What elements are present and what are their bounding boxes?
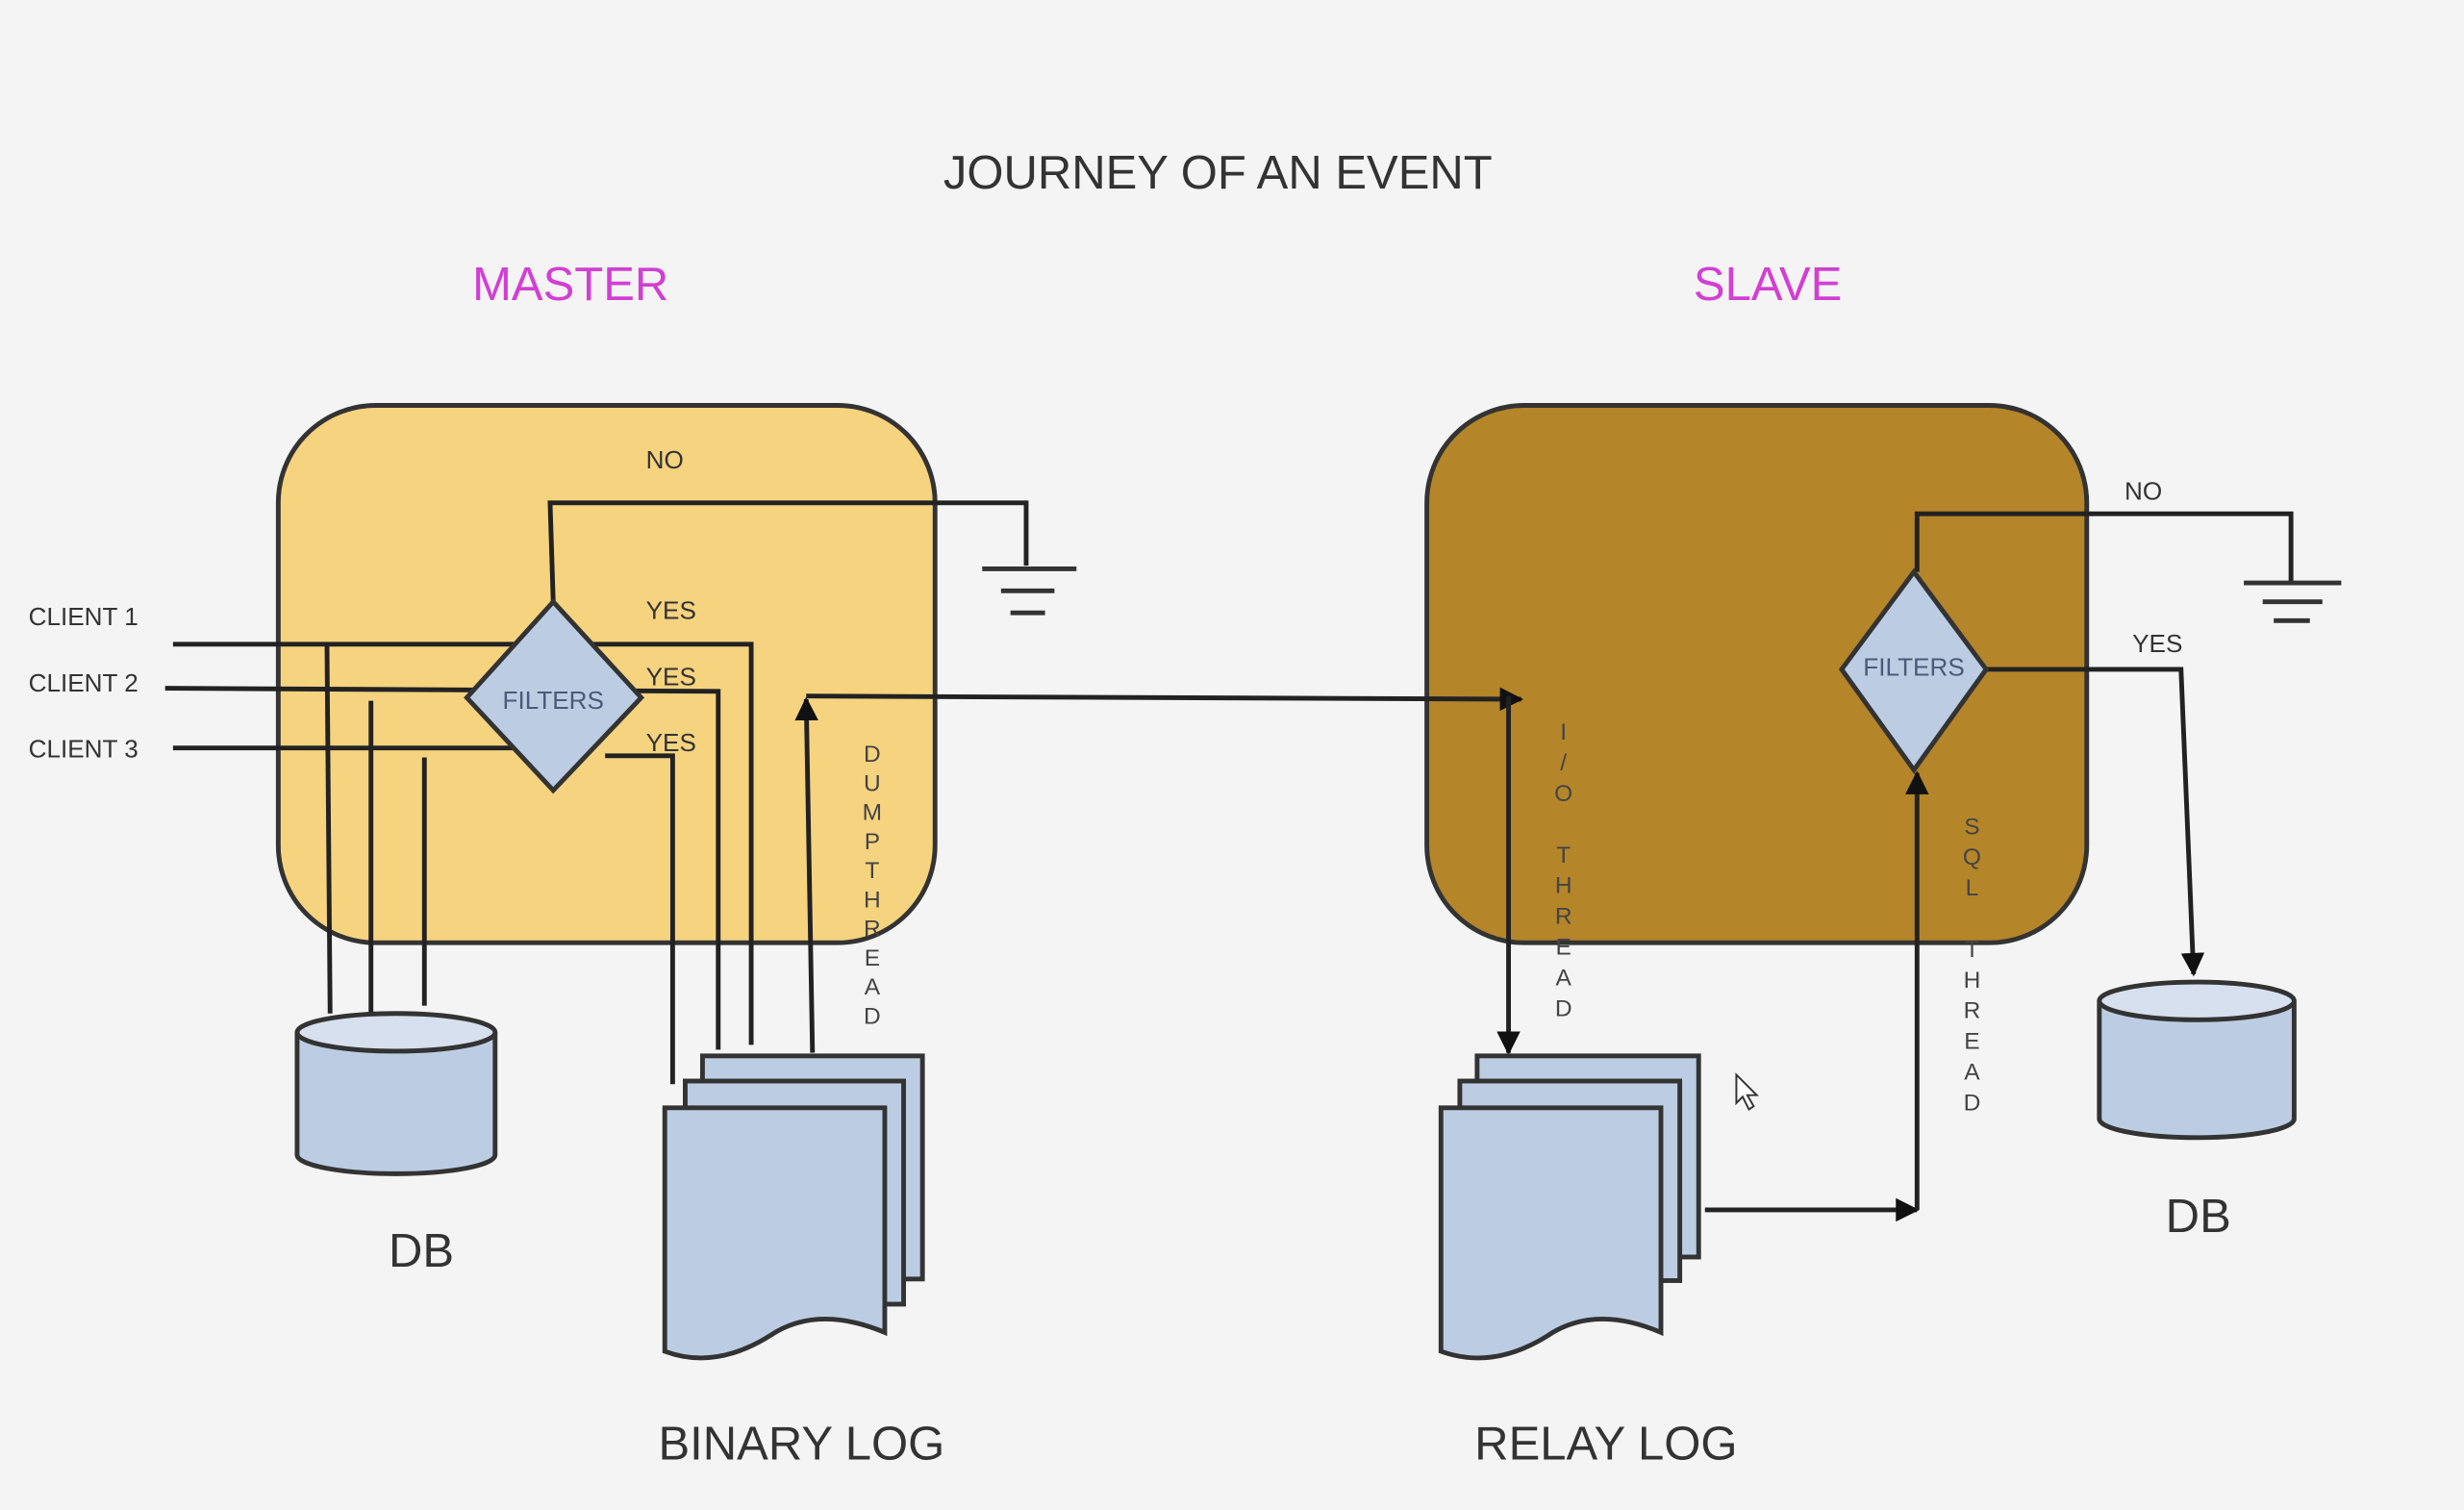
slave-yes-label: YES (2132, 629, 2182, 658)
slave-ground-icon (2244, 580, 2342, 623)
master-filters-diamond (464, 598, 645, 794)
mouse-cursor-icon (1735, 1072, 1760, 1111)
binary-log-label: BINARY LOG (658, 1419, 944, 1471)
slave-label: SLAVE (1694, 259, 1842, 311)
master-yes-label-1: YES (646, 596, 696, 625)
master-filters-label: FILTERS (502, 686, 603, 715)
slave-connectors (1496, 511, 2294, 1222)
slave-filters-label: FILTERS (1863, 652, 1964, 681)
master-connectors (164, 500, 1524, 1085)
io-thread-label: I/O THREAD (1550, 719, 1576, 1026)
binary-log-icon (662, 1053, 925, 1361)
slave-db-icon (2097, 979, 2297, 1141)
sql-thread-label: SQL THREAD (1959, 814, 1985, 1120)
slave-db-label: DB (2166, 1191, 2231, 1243)
master-label: MASTER (472, 259, 668, 311)
client-3-label: CLIENT 3 (29, 734, 138, 763)
slave-box (1424, 403, 2090, 945)
master-yes-label-3: YES (646, 728, 696, 757)
slave-no-label: NO (2125, 477, 2162, 506)
relay-log-icon (1438, 1053, 1701, 1361)
master-yes-label-2: YES (646, 662, 696, 691)
relay-log-label: RELAY LOG (1474, 1419, 1737, 1471)
master-db-icon (294, 1011, 498, 1176)
diagram-title: JOURNEY OF AN EVENT (943, 147, 1493, 199)
slave-filters-diamond (1838, 567, 1990, 774)
client-2-label: CLIENT 2 (29, 668, 138, 697)
dump-thread-label: DUMPTHREAD (859, 742, 885, 1033)
master-ground-icon (982, 566, 1077, 616)
client-1-label: CLIENT 1 (29, 602, 138, 631)
master-no-label: NO (646, 445, 684, 474)
master-db-label: DB (389, 1225, 454, 1277)
